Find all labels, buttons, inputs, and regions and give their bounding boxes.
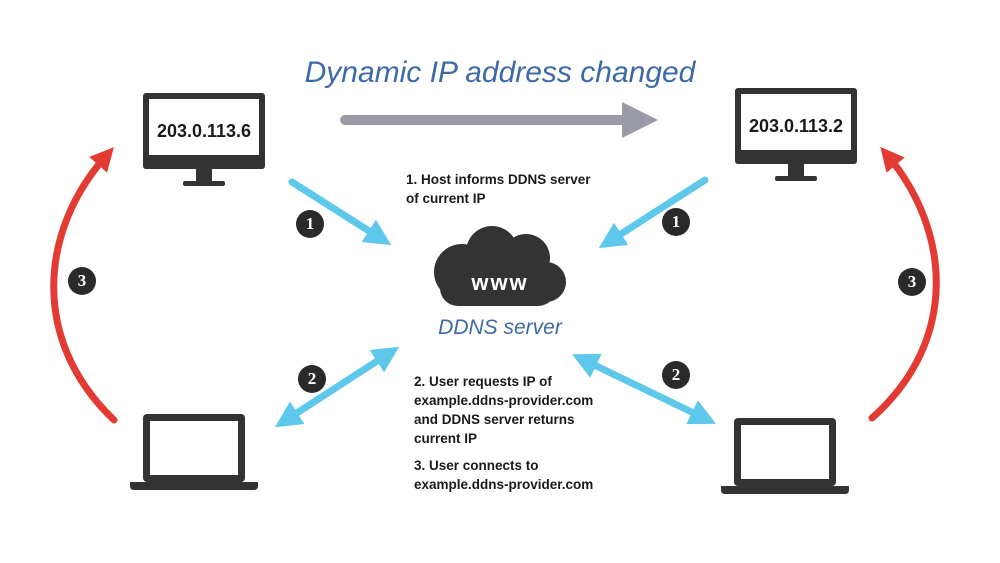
- step2-arrow-left: [274, 346, 400, 428]
- step3-arrow-right: [868, 146, 940, 422]
- right-host-monitor-icon: [735, 88, 857, 181]
- right-host-ip: 203.0.113.2: [748, 116, 844, 136]
- step2-note: 2. User requests IP of example.ddns-prov…: [414, 374, 594, 446]
- step2-arrow-right: [572, 353, 716, 425]
- left-host-ip: 203.0.113.6: [156, 121, 252, 141]
- step3-arrow-left: [50, 147, 118, 424]
- step1-note: 1. Host informs DDNS server of current I…: [406, 172, 591, 206]
- step2-badge-left: 2: [298, 365, 326, 393]
- step1-arrow-right: [598, 176, 709, 249]
- step3-badge-right: 3: [898, 268, 926, 296]
- step2-badge-right: 2: [662, 361, 690, 389]
- cloud-www-label: www: [471, 270, 529, 295]
- step1-badge-right: 1: [662, 208, 690, 236]
- step1-arrow-left: [288, 178, 392, 246]
- step3-note: 3. User connects to example.ddns-provide…: [414, 458, 594, 492]
- step1-badge-left: 1: [296, 210, 324, 238]
- right-user-laptop-icon: [721, 418, 849, 494]
- left-host-monitor-icon: [143, 93, 265, 186]
- left-user-laptop-icon: [130, 414, 258, 490]
- step3-badge-left: 3: [68, 267, 96, 295]
- diagram-title: Dynamic IP address changed: [304, 56, 696, 89]
- ddns-cloud-icon: [434, 226, 566, 306]
- ddns-server-label: DDNS server: [438, 316, 562, 339]
